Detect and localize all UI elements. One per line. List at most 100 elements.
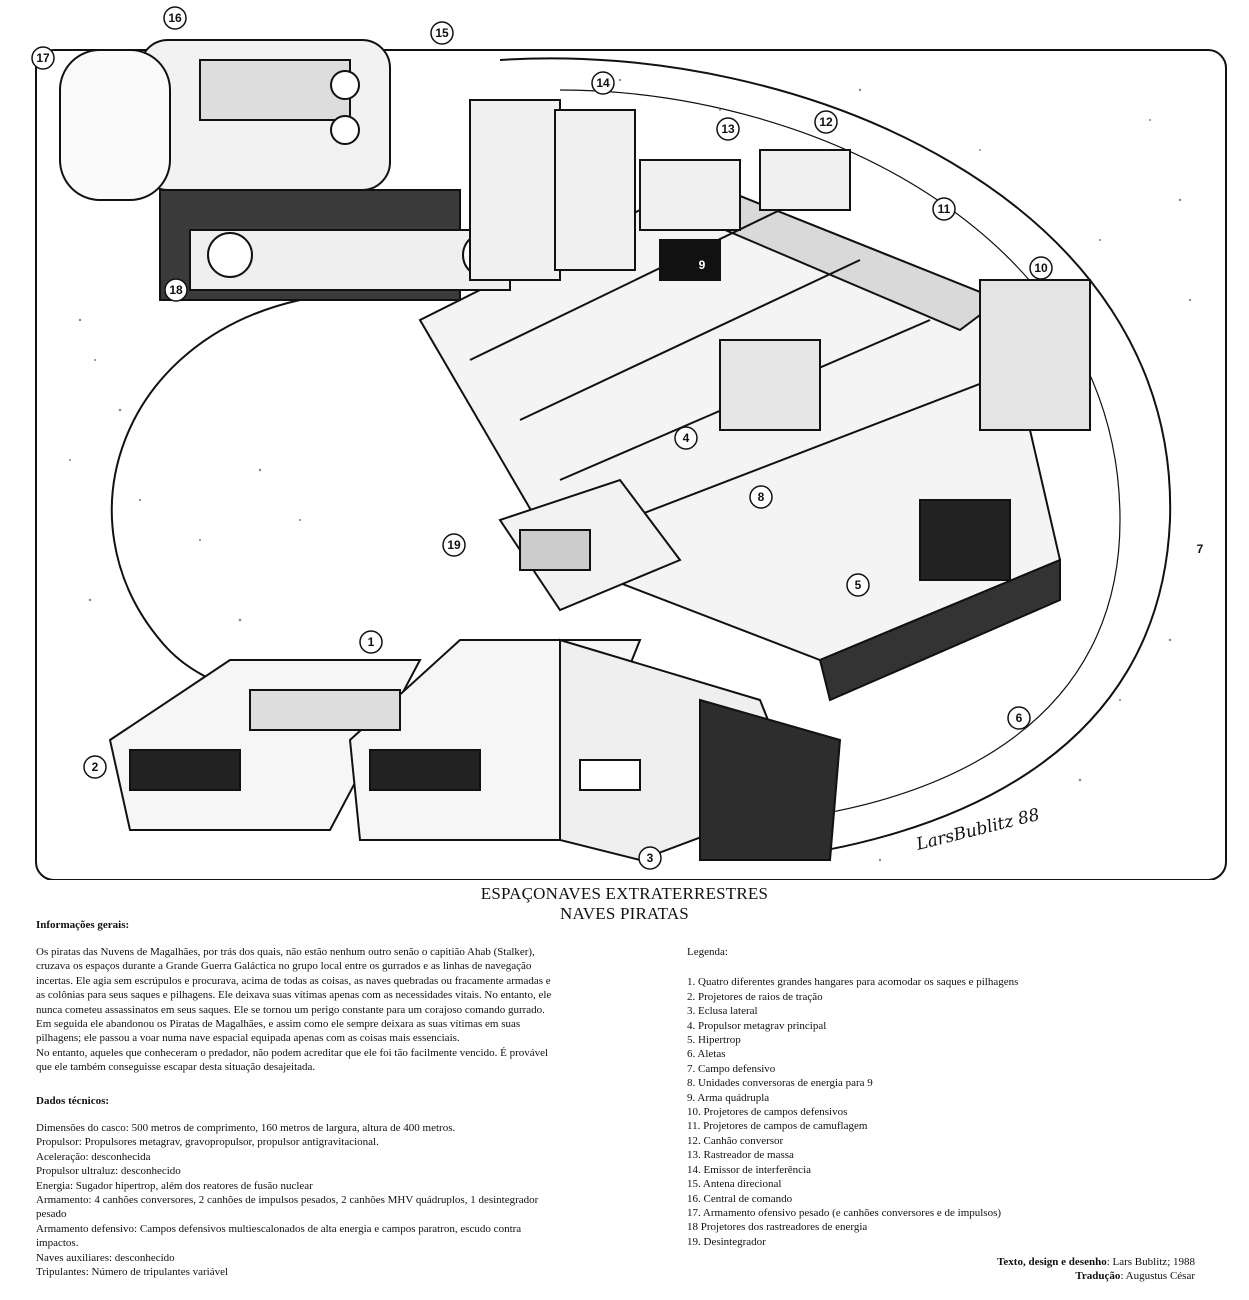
callout-18: 18 — [164, 278, 188, 302]
tech-data-section: Dados técnicos: Dimensões do casco: 500 … — [36, 1095, 636, 1279]
svg-text:18: 18 — [169, 283, 183, 297]
callout-5: 5 — [846, 573, 870, 597]
callout-12: 12 — [814, 110, 838, 134]
callout-11: 11 — [932, 197, 956, 221]
general-info-line: cruzava os espaços durante a Grande Guer… — [36, 960, 532, 973]
general-info-heading: Informações gerais: — [36, 919, 130, 931]
legend-item: 7. Campo defensivo — [687, 1062, 776, 1075]
callout-9: 9 — [690, 253, 714, 277]
legend-item: 18 Projetores dos rastreadores de energi… — [687, 1221, 868, 1234]
svg-text:19: 19 — [447, 538, 461, 552]
svg-text:11: 11 — [938, 202, 951, 216]
legend-item: 1. Quatro diferentes grandes hangares pa… — [687, 976, 1019, 989]
general-info-line: as colônias para seus saques e pilhagens… — [36, 989, 552, 1002]
legend-item: 19. Desintegrador — [687, 1235, 766, 1248]
credit-author-label: Texto, design e desenho — [997, 1256, 1107, 1268]
tech-data-line: Armamento: 4 canhões conversores, 2 canh… — [36, 1194, 539, 1207]
tech-data-line: Energia: Sugador hipertrop, além dos rea… — [36, 1179, 313, 1192]
general-info-line: Os piratas das Nuvens de Magalhães, por … — [36, 946, 535, 958]
svg-text:17: 17 — [36, 51, 50, 65]
legend-item: 13. Rastreador de massa — [687, 1149, 794, 1162]
tech-data-line: Aceleração: desconhecida — [36, 1150, 151, 1163]
svg-text:14: 14 — [596, 76, 610, 90]
callouts: 1 2 3 4 5 6 7 8 9 10 11 12 13 14 15 16 1… — [31, 6, 1204, 870]
star-dust — [69, 78, 1192, 862]
command-module — [59, 39, 511, 301]
general-info-line: Em seguida ele abandonou os Piratas de M… — [36, 1018, 521, 1031]
legend-item: 5. Hipertrop — [687, 1034, 741, 1047]
general-info-line: incertas. Ele agia sem escrúpulos e proc… — [36, 974, 551, 987]
general-info-paragraph: Os piratas das Nuvens de Magalhães, por … — [36, 945, 636, 1075]
legend-item: 12. Canhão conversor — [687, 1134, 784, 1147]
callout-14: 14 — [591, 71, 615, 95]
illustration-svg: 1 2 3 4 5 6 7 8 9 10 11 12 13 14 15 16 1… — [31, 6, 1227, 880]
legend-item: 17. Armamento ofensivo pesado (e canhões… — [687, 1206, 1002, 1219]
credits: Texto, design e desenho: Lars Bublitz; 1… — [997, 1255, 1195, 1284]
credit-translation: Tradução: Augustus César — [997, 1269, 1195, 1283]
defense-field-inner — [559, 89, 1121, 821]
title-line-1: ESPAÇONAVES EXTRATERRESTRES — [480, 884, 769, 903]
legend-list: 1. Quatro diferentes grandes hangares pa… — [687, 975, 1217, 1249]
callout-2: 2 — [83, 755, 107, 779]
general-info-line: nunca cometeu assassinatos em seus saque… — [36, 1003, 545, 1016]
disintegrator — [498, 478, 682, 612]
credit-translation-label: Tradução — [1075, 1270, 1121, 1283]
defense-field-outline-right — [499, 57, 1172, 861]
spaceship-illustration: 1 2 3 4 5 6 7 8 9 10 11 12 13 14 15 16 1… — [31, 6, 1227, 880]
svg-text:10: 10 — [1034, 261, 1048, 275]
tech-data-line: Propulsor ultraluz: desconhecido — [36, 1165, 181, 1178]
general-info-line: No entanto, aqueles que conheceram o pre… — [36, 1046, 549, 1059]
credit-translation-value: : Augustus César — [1120, 1270, 1195, 1283]
legend-item: 16. Central de comando — [687, 1192, 793, 1205]
svg-text:7: 7 — [1197, 542, 1204, 556]
callout-4: 4 — [674, 426, 698, 450]
tech-data-line: Dimensões do casco: 500 metros de compri… — [36, 1122, 456, 1134]
callout-13: 13 — [716, 117, 740, 141]
callout-15: 15 — [430, 21, 454, 45]
callout-10: 10 — [1029, 256, 1053, 280]
legend-item: 8. Unidades conversoras de energia para … — [687, 1077, 873, 1090]
legend-item: 11. Projetores de campos de camuflagem — [687, 1120, 868, 1133]
legend-item: 10. Projetores de campos defensivos — [687, 1106, 848, 1119]
legend-item: 15. Antena direcional — [687, 1178, 782, 1191]
tech-data-list: Dimensões do casco: 500 metros de compri… — [36, 1121, 636, 1279]
lower-hangars — [108, 638, 842, 862]
svg-text:1: 1 — [368, 635, 375, 649]
svg-text:12: 12 — [819, 115, 833, 129]
upper-modules — [469, 99, 1091, 431]
tech-data-line: Tripulantes: Número de tripulantes variá… — [36, 1266, 229, 1279]
legend-item: 2. Projetores de raios de tração — [687, 990, 823, 1003]
callout-7: 7 — [1197, 542, 1204, 556]
general-info-line: pilhagens; ele passou a voar numa nave e… — [36, 1032, 460, 1045]
credit-author-value: : Lars Bublitz; 1988 — [1106, 1256, 1195, 1268]
callout-3: 3 — [638, 846, 662, 870]
callout-19: 19 — [442, 533, 466, 557]
svg-text:16: 16 — [168, 11, 182, 25]
legend-item: 14. Emissor de interferência — [687, 1163, 812, 1176]
illustration-frame — [35, 49, 1227, 880]
svg-text:15: 15 — [435, 26, 449, 40]
callout-16: 16 — [163, 6, 187, 30]
general-info-section: Informações gerais: Os piratas das Nuven… — [36, 919, 636, 1075]
callout-6: 6 — [1007, 706, 1031, 730]
artist-signature: LarsBublitz 88 — [913, 805, 1042, 855]
callout-1: 1 — [359, 630, 383, 654]
legend-section: Legenda: 1. Quatro diferentes grandes ha… — [687, 945, 1217, 1249]
svg-text:5: 5 — [855, 578, 862, 592]
tech-data-line: pesado — [36, 1208, 67, 1221]
credit-author: Texto, design e desenho: Lars Bublitz; 1… — [997, 1255, 1195, 1269]
svg-text:2: 2 — [92, 760, 99, 774]
general-info-line: que ele também conseguisse escapar desta… — [36, 1061, 316, 1074]
tech-data-line: Propulsor: Propulsores metagrav, gravopr… — [36, 1136, 379, 1149]
callout-8: 8 — [749, 485, 773, 509]
svg-text:6: 6 — [1016, 711, 1023, 725]
legend-item: 6. Aletas — [687, 1048, 726, 1061]
svg-text:4: 4 — [683, 431, 690, 445]
svg-text:9: 9 — [699, 258, 706, 272]
svg-text:3: 3 — [647, 851, 654, 865]
legend-item: 3. Eclusa lateral — [687, 1005, 758, 1018]
legend-item: 9. Arma quádrupla — [687, 1091, 770, 1104]
legend-item: 4. Propulsor metagrav principal — [687, 1019, 827, 1032]
legend-heading: Legenda: — [687, 946, 728, 958]
svg-text:8: 8 — [758, 490, 765, 504]
